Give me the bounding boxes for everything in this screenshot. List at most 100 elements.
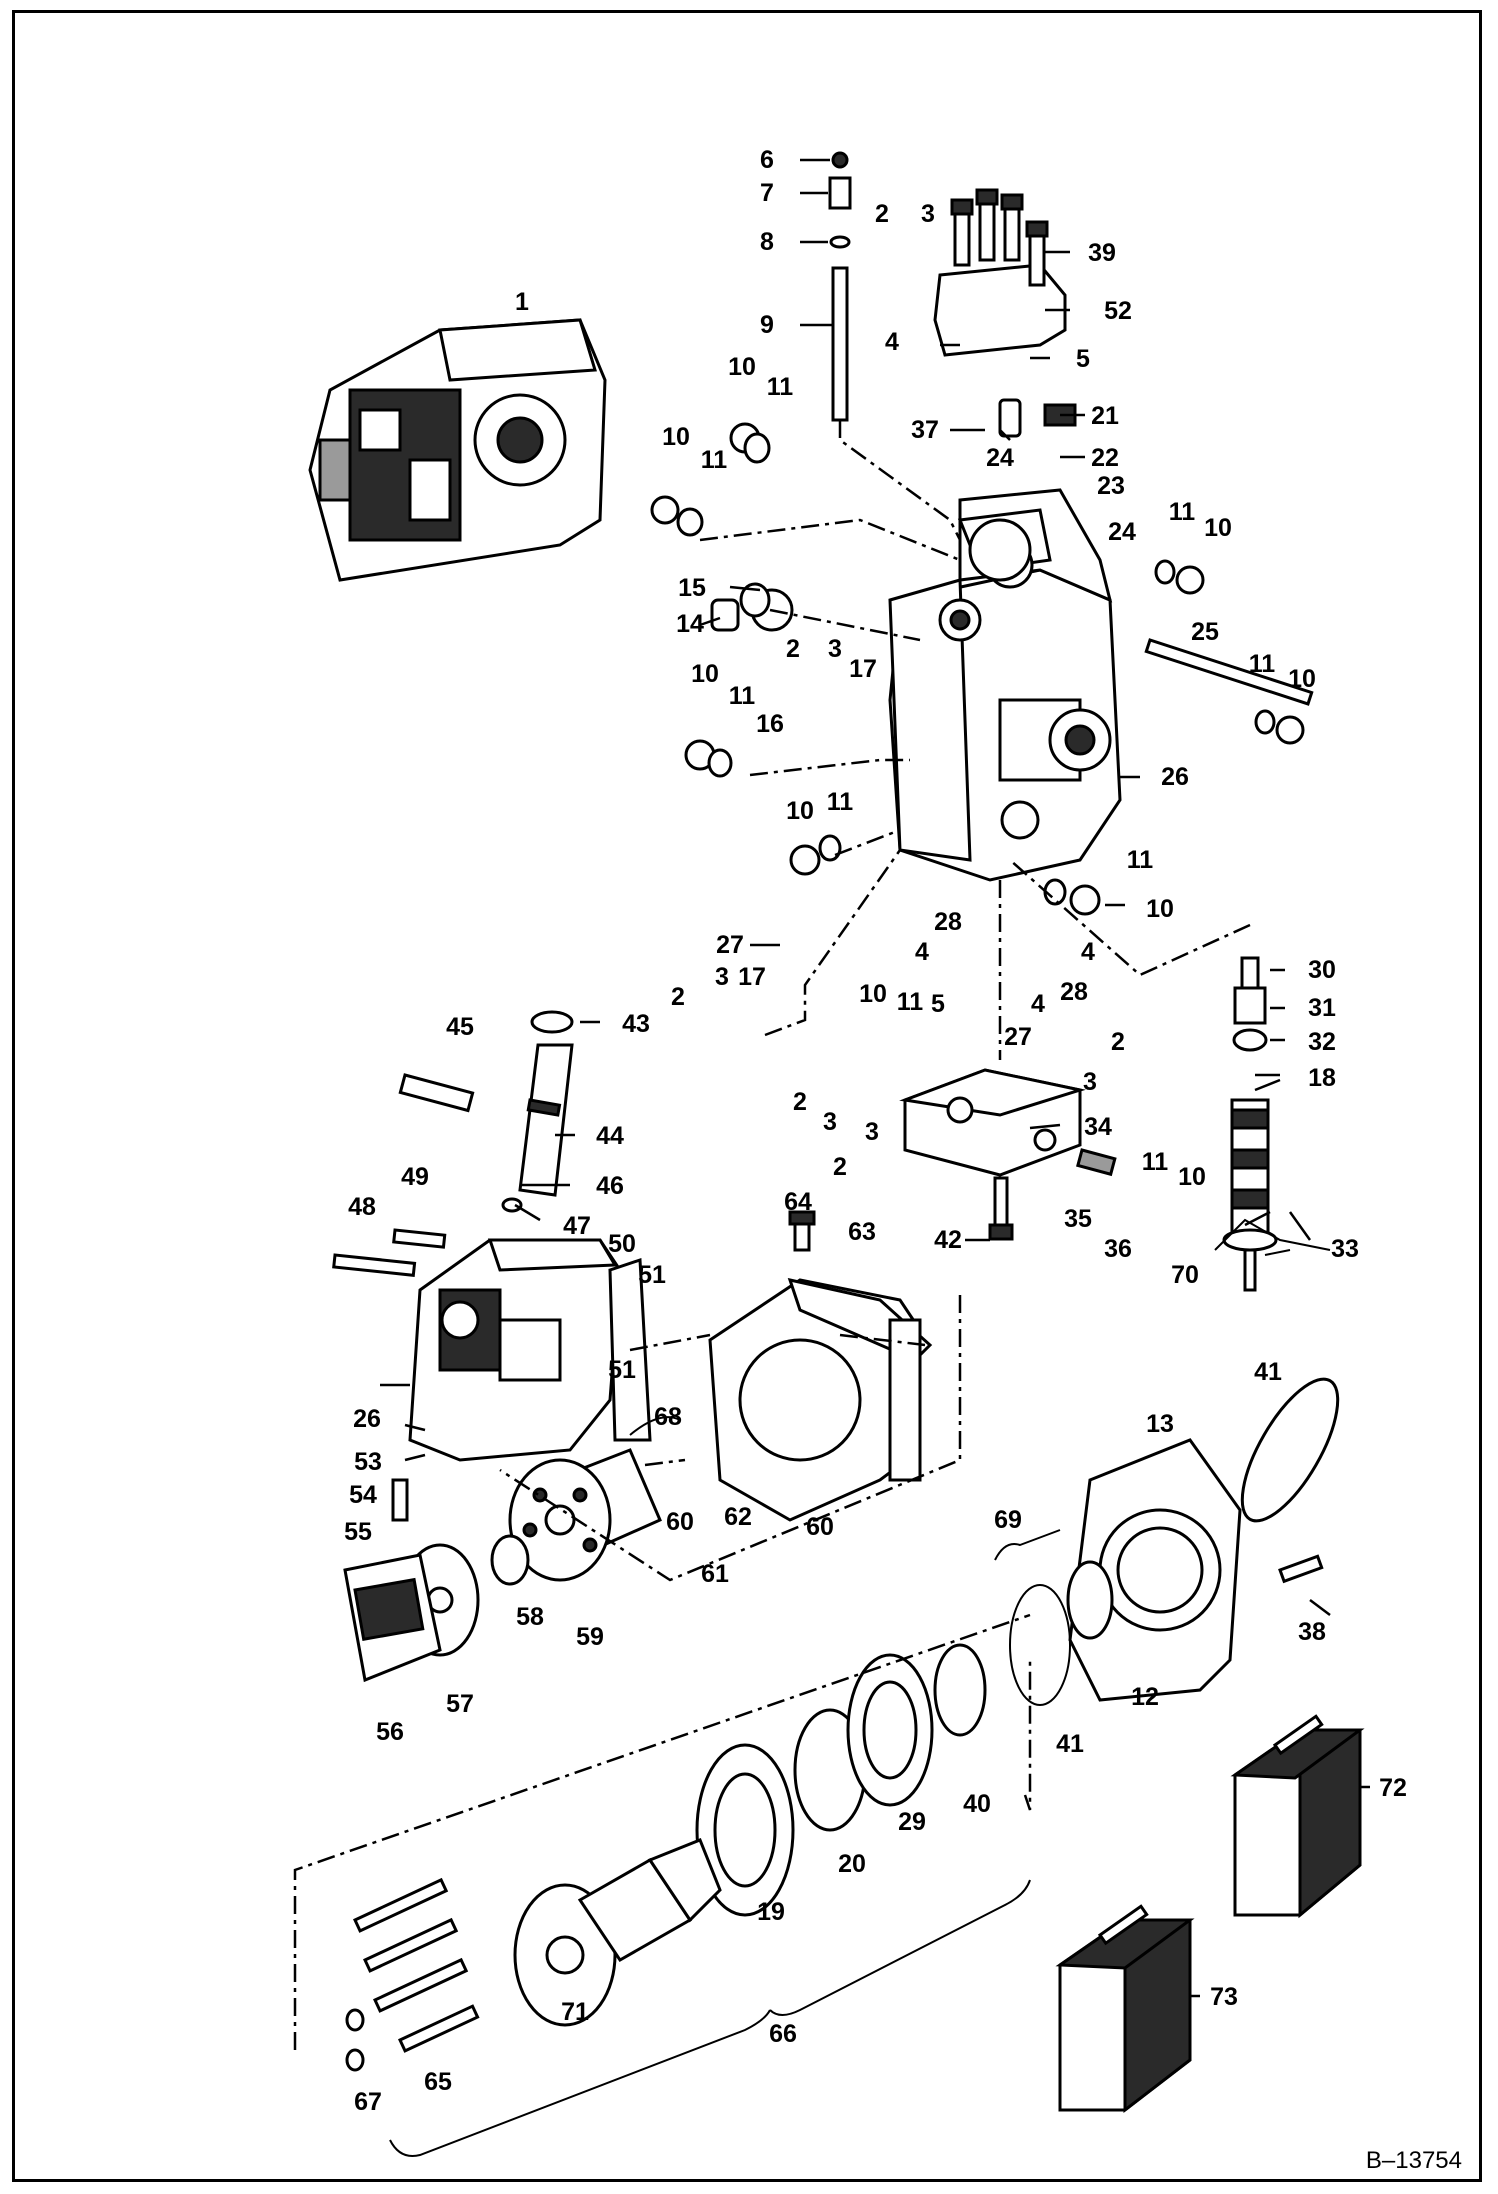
label-3: 3 xyxy=(823,1108,837,1136)
label-18: 18 xyxy=(1308,1064,1336,1092)
label-2: 2 xyxy=(833,1153,847,1181)
label-29: 29 xyxy=(898,1808,926,1836)
label-38: 38 xyxy=(1298,1618,1326,1646)
label-31: 31 xyxy=(1308,994,1336,1022)
label-51: 51 xyxy=(608,1356,636,1384)
label-10: 10 xyxy=(786,797,814,825)
label-10: 10 xyxy=(1288,665,1316,693)
label-45: 45 xyxy=(446,1013,474,1041)
label-14: 14 xyxy=(676,610,704,638)
label-12: 12 xyxy=(1131,1683,1159,1711)
label-11: 11 xyxy=(1169,498,1196,526)
label-46: 46 xyxy=(596,1172,624,1200)
label-34: 34 xyxy=(1084,1113,1112,1141)
label-44: 44 xyxy=(596,1122,624,1150)
label-4: 4 xyxy=(1081,938,1095,966)
label-59: 59 xyxy=(576,1623,604,1651)
figure-reference: B–13754 xyxy=(1366,2147,1462,2174)
label-5: 5 xyxy=(931,990,945,1018)
label-70: 70 xyxy=(1171,1261,1199,1289)
label-11: 11 xyxy=(701,446,728,474)
label-41: 41 xyxy=(1254,1358,1282,1386)
label-9: 9 xyxy=(760,311,774,339)
label-26: 26 xyxy=(353,1405,381,1433)
label-26: 26 xyxy=(1161,763,1189,791)
plugs-and-orings xyxy=(650,398,1314,916)
label-25: 25 xyxy=(1191,618,1219,646)
label-1: 1 xyxy=(515,288,529,316)
label-2: 2 xyxy=(671,983,685,1011)
label-10: 10 xyxy=(691,660,719,688)
label-39: 39 xyxy=(1088,239,1116,267)
label-11: 11 xyxy=(767,373,794,401)
label-16: 16 xyxy=(756,710,784,738)
label-54: 54 xyxy=(349,1481,377,1509)
label-11: 11 xyxy=(729,682,756,710)
part-34-manifold-block xyxy=(899,1068,1117,1241)
label-11: 11 xyxy=(897,988,924,1016)
label-6: 6 xyxy=(760,146,774,174)
label-17: 17 xyxy=(738,963,766,991)
label-3: 3 xyxy=(921,200,935,228)
part-9-rod xyxy=(828,151,852,422)
label-55: 55 xyxy=(344,1518,372,1546)
label-4: 4 xyxy=(1031,990,1045,1018)
label-3: 3 xyxy=(828,635,842,663)
label-28: 28 xyxy=(1060,978,1088,1006)
part-1-motor-assembly xyxy=(308,318,607,582)
label-24: 24 xyxy=(1108,518,1136,546)
label-66: 66 xyxy=(769,2020,797,2048)
part-13-flange xyxy=(1066,1377,1340,1702)
part-59-cylinder-barrel xyxy=(508,1448,662,1582)
label-15: 15 xyxy=(678,574,706,602)
label-63: 63 xyxy=(848,1218,876,1246)
label-41: 41 xyxy=(1056,1730,1084,1758)
part-44-sleeve xyxy=(398,1010,574,1213)
label-71: 71 xyxy=(561,1998,589,2026)
label-37: 37 xyxy=(911,416,939,444)
label-13: 13 xyxy=(1146,1410,1174,1438)
label-47: 47 xyxy=(563,1212,591,1240)
label-58: 58 xyxy=(516,1603,544,1631)
label-2: 2 xyxy=(786,635,800,663)
label-2: 2 xyxy=(1111,1028,1125,1056)
part-73-kit-box xyxy=(1055,1904,1195,2114)
label-11: 11 xyxy=(1142,1148,1169,1176)
label-10: 10 xyxy=(1146,895,1174,923)
label-21: 21 xyxy=(1091,402,1119,430)
label-8: 8 xyxy=(760,228,774,256)
label-72: 72 xyxy=(1379,1774,1407,1802)
label-64: 64 xyxy=(784,1188,812,1216)
label-10: 10 xyxy=(1178,1163,1206,1191)
part-number-labels: 1 2 2 2 2 2 2 3 3 3 3 3 3 4 4 4 4 5 5 6 … xyxy=(344,146,1462,2174)
label-20: 20 xyxy=(838,1850,866,1878)
label-11: 11 xyxy=(1249,650,1276,678)
label-11: 11 xyxy=(827,788,854,816)
label-35: 35 xyxy=(1064,1205,1092,1233)
label-61: 61 xyxy=(701,1560,729,1588)
label-60: 60 xyxy=(806,1513,834,1541)
label-42: 42 xyxy=(934,1226,962,1254)
label-57: 57 xyxy=(446,1690,474,1718)
label-36: 36 xyxy=(1104,1235,1132,1263)
label-32: 32 xyxy=(1308,1028,1336,1056)
label-24: 24 xyxy=(986,444,1014,472)
label-49: 49 xyxy=(401,1163,429,1191)
part-57-valve-plate xyxy=(343,1478,530,1683)
label-27: 27 xyxy=(1004,1023,1032,1051)
label-19: 19 xyxy=(757,1898,785,1926)
label-51: 51 xyxy=(638,1261,666,1289)
label-30: 30 xyxy=(1308,956,1336,984)
label-43: 43 xyxy=(622,1010,650,1038)
label-48: 48 xyxy=(348,1193,376,1221)
part-26-valve-block-lower xyxy=(332,1228,652,1462)
label-60: 60 xyxy=(666,1508,694,1536)
label-23: 23 xyxy=(1097,472,1125,500)
label-10: 10 xyxy=(859,980,887,1008)
label-68: 68 xyxy=(654,1403,682,1431)
label-17: 17 xyxy=(849,655,877,683)
label-7: 7 xyxy=(760,179,774,207)
part-71-shaft xyxy=(345,1838,722,2072)
part-33-spool-stack xyxy=(1222,956,1278,1292)
